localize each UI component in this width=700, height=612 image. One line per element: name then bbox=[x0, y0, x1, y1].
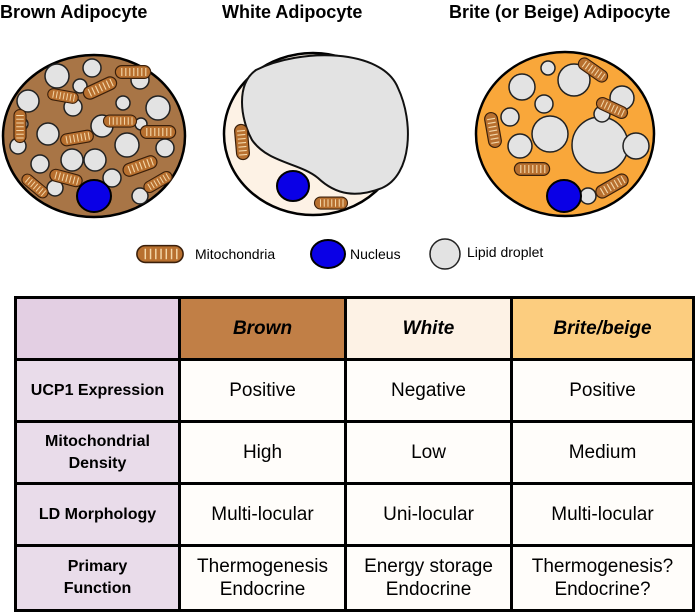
cell-brite-ucp1-expression: Positive bbox=[510, 358, 695, 423]
cell-brown-mitochondrial-density: High bbox=[178, 420, 347, 485]
cell-brite-mitochondrial-density: Medium bbox=[510, 420, 695, 485]
cell-brite-text: Medium bbox=[568, 442, 637, 463]
row-header-text: UCP1 Expression bbox=[30, 381, 165, 399]
cell-white-mitochondrial-density: Low bbox=[344, 420, 513, 485]
row-header-text: LD Morphology bbox=[38, 505, 157, 523]
row-header-text: Primary bbox=[67, 558, 128, 575]
table-row-ucp1-expression: UCP1 Expression Positive Negative Positive bbox=[14, 358, 695, 423]
cell-brown-text: Positive bbox=[229, 380, 296, 401]
white-mitochondrion-1 bbox=[233, 123, 251, 161]
row-header-ld-morphology: LD Morphology bbox=[14, 482, 181, 547]
cell-brite-text: Multi-locular bbox=[551, 504, 654, 525]
cell-white-text: Negative bbox=[391, 380, 466, 401]
legend-lipid-droplet-icon bbox=[429, 238, 461, 270]
brown-nucleus bbox=[76, 179, 112, 213]
table-row-ld-morphology: LD Morphology Multi-locular Uni-locular Mul… bbox=[14, 482, 695, 547]
white-adipocyte-cell bbox=[222, 51, 409, 217]
brown-adipocyte-title: Brown Adipocyte bbox=[0, 2, 148, 22]
cell-brite-primary-function: Thermogenesis?Endocrine? bbox=[510, 544, 695, 612]
table-corner-cell bbox=[14, 296, 181, 361]
cell-brite-text: Thermogenesis? bbox=[531, 556, 674, 577]
white-mitochondrion-2 bbox=[313, 196, 349, 210]
legend-mitochondria-label: Mitochondria bbox=[195, 246, 276, 262]
white-lipid-droplet bbox=[241, 54, 409, 195]
cell-white-text: Low bbox=[411, 442, 446, 463]
cell-brite-text: Endocrine? bbox=[554, 579, 651, 600]
white-nucleus bbox=[276, 170, 310, 202]
cell-brite-text: Positive bbox=[569, 380, 636, 401]
cell-brown-text: Multi-locular bbox=[211, 504, 314, 525]
column-header-white: White bbox=[344, 296, 513, 361]
cell-brown-ld-morphology: Multi-locular bbox=[178, 482, 347, 547]
column-header-brown: Brown bbox=[178, 296, 347, 361]
cell-brown-text: Thermogenesis bbox=[197, 556, 328, 577]
row-header-text: Density bbox=[68, 454, 127, 472]
white-adipocyte-title: White Adipocyte bbox=[222, 2, 363, 22]
brite-nucleus bbox=[546, 179, 582, 213]
legend-nucleus-icon bbox=[310, 239, 346, 269]
legend-mitochondria-icon bbox=[136, 244, 184, 264]
brown-lipid-droplets bbox=[9, 58, 175, 205]
cell-white-ld-morphology: Uni-locular bbox=[344, 482, 513, 547]
cell-white-text: Uni-locular bbox=[383, 504, 474, 525]
brite-adipocyte-title: Brite (or Beige) Adipocyte bbox=[449, 2, 671, 22]
table-header-row: Brown White Brite/beige bbox=[14, 296, 695, 361]
brite-adipocyte-cell bbox=[474, 50, 656, 218]
legend-lipid-droplet-label: Lipid droplet bbox=[467, 244, 544, 260]
cell-brite-ld-morphology: Multi-locular bbox=[510, 482, 695, 547]
cell-white-text: Endocrine bbox=[385, 579, 472, 600]
cell-white-ucp1-expression: Negative bbox=[344, 358, 513, 423]
column-header-brite: Brite/beige bbox=[510, 296, 695, 361]
adipocyte-illustrations bbox=[1, 50, 656, 270]
cell-white-text: Energy storage bbox=[364, 556, 493, 577]
legend-nucleus-label: Nucleus bbox=[350, 246, 401, 262]
brown-adipocyte-cell bbox=[1, 53, 187, 219]
brite-lipid-droplets bbox=[500, 60, 650, 205]
row-header-ucp1-expression: UCP1 Expression bbox=[14, 358, 181, 423]
row-header-text: Function bbox=[63, 580, 132, 597]
row-header-text: Mitochondrial bbox=[45, 432, 150, 450]
cell-brown-ucp1-expression: Positive bbox=[178, 358, 347, 423]
cell-brown-text: High bbox=[242, 442, 283, 463]
cell-brown-text: Endocrine bbox=[219, 579, 306, 600]
